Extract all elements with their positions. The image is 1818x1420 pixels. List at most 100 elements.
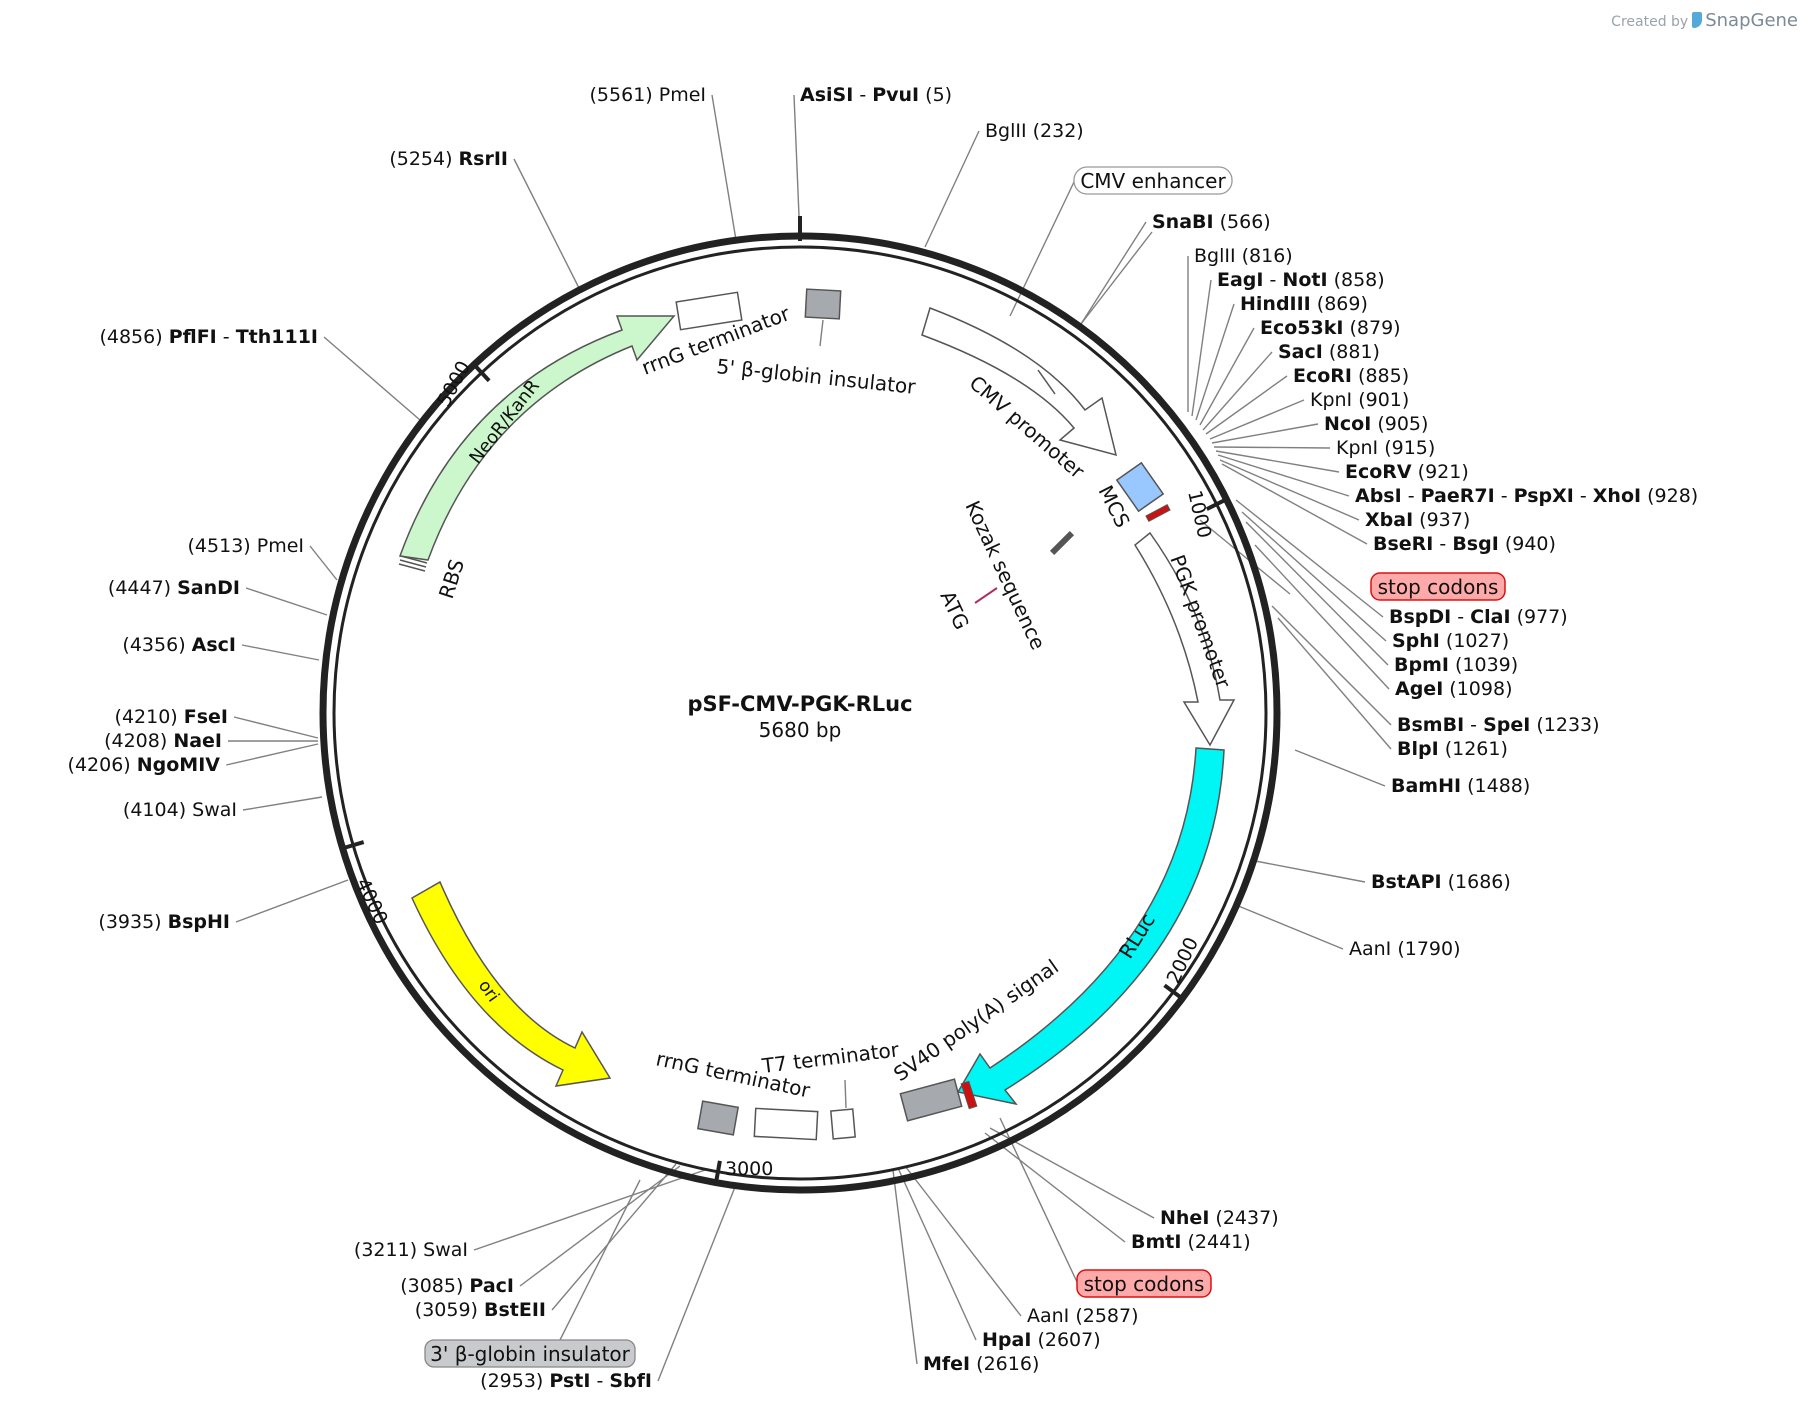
leader-line xyxy=(904,1165,1022,1317)
rrng-terminator-bottom-box[interactable] xyxy=(753,1107,819,1141)
cmv-enhancer-label: CMV enhancer xyxy=(1080,169,1226,193)
mcs-box[interactable] xyxy=(1115,461,1165,513)
enzyme-site: (4210) FseI xyxy=(115,706,228,728)
leader-line xyxy=(1235,499,1384,618)
globin3-gray-box[interactable] xyxy=(696,1100,740,1136)
rluc-arrow[interactable] xyxy=(956,747,1225,1106)
leader-line xyxy=(711,94,737,241)
enzyme-site: (2953) PstI - SbfI xyxy=(480,1370,652,1392)
enzyme-site: BstAPI (1686) xyxy=(1371,871,1511,893)
pgk-promoter-arrow[interactable] xyxy=(1134,531,1236,747)
leader-line xyxy=(989,1127,1155,1219)
backbone-inner-ring xyxy=(332,245,1268,1181)
globin5-label: 5' β-globin insulator xyxy=(715,354,917,399)
enzyme-site: BglII (232) xyxy=(985,120,1084,142)
globin5-gray-box[interactable] xyxy=(804,288,842,320)
leader-line xyxy=(1221,463,1368,545)
leader-line xyxy=(1213,446,1331,449)
feature-leader-line xyxy=(1080,231,1153,325)
feature-leader-line xyxy=(844,1079,847,1109)
feature-leader-line xyxy=(559,1179,641,1341)
leader-line xyxy=(235,879,349,923)
leader-line xyxy=(1195,303,1235,421)
feature-leader-line xyxy=(819,319,824,347)
enzyme-site: (3935) BspHI xyxy=(98,911,230,933)
enzyme-site: Eco53kI (879) xyxy=(1260,317,1401,339)
rbs-mark-2 xyxy=(399,559,427,568)
tick-label-4000: 4000 xyxy=(351,875,391,928)
enzyme-site: BseRI - BsgI (940) xyxy=(1373,533,1556,555)
tick-2000 xyxy=(1163,983,1182,999)
leader-line xyxy=(1080,221,1147,325)
tick-3000 xyxy=(714,1160,722,1181)
leader-line xyxy=(1191,279,1212,417)
enzyme-site: AbsI - PaeR7I - PspXI - XhoI (928) xyxy=(1355,485,1698,507)
enzyme-site: BpmI (1039) xyxy=(1394,654,1518,676)
enzyme-site: (4104) SwaI xyxy=(123,799,237,821)
enzyme-site: XbaI (937) xyxy=(1365,509,1470,531)
enzyme-site: BlpI (1261) xyxy=(1397,738,1508,760)
mcs-red-mark xyxy=(1145,504,1171,522)
snapgene-logo-icon xyxy=(1692,12,1703,28)
enzyme-site: EcoRV (921) xyxy=(1345,461,1469,483)
sv40-red-mark xyxy=(960,1080,978,1110)
feature-leader-line xyxy=(999,1117,1078,1283)
leader-line xyxy=(1254,544,1390,690)
ori-arrow[interactable] xyxy=(411,880,612,1087)
leader-line xyxy=(241,644,320,661)
rbs-mark-3 xyxy=(398,563,426,572)
t7-terminator-box[interactable] xyxy=(830,1108,856,1140)
enzyme-site: (4856) PflFI - Tth111I xyxy=(99,326,318,348)
enzyme-site: SnaBI (566) xyxy=(1152,211,1271,233)
neor-kanr-arrow[interactable] xyxy=(398,315,676,561)
globin3-label-box xyxy=(424,1339,636,1368)
enzyme-site: BsmBI - SpeI (1233) xyxy=(1397,714,1600,736)
leader-line xyxy=(1277,617,1392,750)
enzyme-site: EcoRI (885) xyxy=(1293,365,1409,387)
enzyme-site: BmtI (2441) xyxy=(1131,1231,1251,1253)
watermark-prefix: Created by xyxy=(1611,14,1689,30)
enzyme-site: HindIII (869) xyxy=(1240,293,1368,315)
leader-line xyxy=(793,94,801,241)
watermark-brand: SnapGene xyxy=(1705,10,1798,31)
tick-1000 xyxy=(1205,498,1226,511)
leader-line xyxy=(1294,749,1386,787)
leader-line xyxy=(1235,904,1344,950)
enzyme-site: (4356) AscI xyxy=(122,634,236,656)
stop-codons-label-1: stop codons xyxy=(1378,575,1499,599)
enzyme-site: (3059) BstEII xyxy=(415,1299,546,1321)
enzyme-site: AanI (2587) xyxy=(1027,1305,1139,1327)
enzyme-labels: AsiSI - PvuI (5)BglII (232)SnaBI (566)Bg… xyxy=(68,84,1699,1392)
feature-leader-line xyxy=(1009,181,1075,317)
sv40-gray-box[interactable] xyxy=(899,1078,963,1122)
enzyme-site: (5254) RsrII xyxy=(389,148,508,170)
leader-line xyxy=(1209,399,1305,440)
enzyme-site: (3085) PacI xyxy=(400,1275,514,1297)
enzyme-site: (3211) SwaI xyxy=(354,1239,468,1261)
enzyme-site: MfeI (2616) xyxy=(923,1353,1039,1375)
stop-codons-badge-1 xyxy=(1370,572,1506,601)
enzyme-site: (4513) PmeI xyxy=(188,535,304,557)
leader-line xyxy=(1199,327,1255,426)
neor-kanr-label: NeoR/KanR xyxy=(465,376,543,468)
enzyme-site: SacI (881) xyxy=(1278,341,1380,363)
tick-label-1000: 1000 xyxy=(1183,488,1215,540)
leader-line xyxy=(1241,511,1387,642)
atg-label: ATG xyxy=(935,587,974,633)
enzyme-site: AsiSI - PvuI (5) xyxy=(800,84,952,106)
cmv-promoter-arrow[interactable] xyxy=(921,307,1118,457)
leader-line xyxy=(1217,454,1350,497)
cmv-enhancer-divider xyxy=(1037,369,1056,395)
leader-line xyxy=(473,1169,706,1251)
enzyme-site: SphI (1027) xyxy=(1392,630,1509,652)
enzyme-site: (4206) NgoMIV xyxy=(68,754,221,776)
enzyme-site: (4208) NaeI xyxy=(104,730,222,752)
leader-line xyxy=(245,587,328,616)
enzyme-site: EagI - NotI (858) xyxy=(1217,269,1385,291)
kozak-label: Kozak sequence xyxy=(960,497,1050,653)
enzyme-site: (5561) PmeI xyxy=(590,84,706,106)
rrng-terminator-top-box[interactable] xyxy=(675,291,743,331)
plasmid-name: pSF-CMV-PGK-RLuc xyxy=(687,692,912,716)
leader-line xyxy=(1215,450,1340,473)
